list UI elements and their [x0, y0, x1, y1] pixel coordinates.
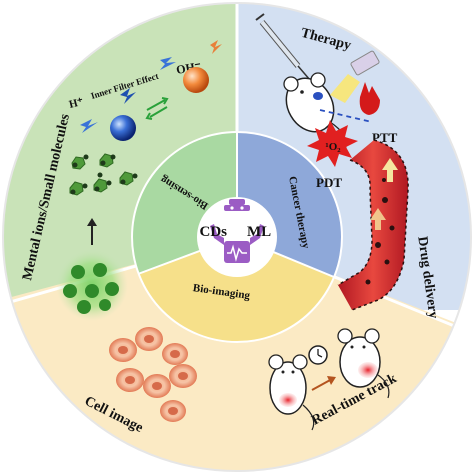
- mouse-after-icon: [337, 328, 390, 399]
- flame-icon: [359, 82, 380, 115]
- center-left-label: CDs: [199, 224, 227, 240]
- ptt-label: PTT: [372, 130, 398, 145]
- h-plus-label: H⁺: [68, 96, 85, 111]
- inner-imaging-sector: [138, 237, 334, 343]
- center-right-label: ML: [247, 224, 271, 240]
- singlet-oxygen-burst: [307, 120, 358, 167]
- orange-sphere: [183, 67, 209, 93]
- blue-sphere: [110, 115, 136, 141]
- clock-icon: [308, 345, 328, 365]
- pdt-label: PDT: [316, 175, 342, 190]
- syringe-icon: [255, 13, 311, 81]
- cell-cluster: [109, 327, 197, 422]
- flashlight-icon: [330, 50, 380, 103]
- robot-icon: [210, 199, 264, 263]
- center-circle: [197, 197, 277, 277]
- fluorescent-dots: [56, 249, 128, 321]
- exchange-arrows-icon: [145, 97, 169, 120]
- lightning-icons: [80, 40, 222, 133]
- mouse-before-icon: [268, 354, 315, 431]
- arrow-right-icon: [311, 376, 336, 391]
- quenched-aggregate: [69, 153, 138, 196]
- blood-vessel-icon: [337, 139, 409, 311]
- singlet-oxygen-label: ¹O₂: [325, 141, 341, 153]
- up-arrow-icon: [87, 218, 97, 245]
